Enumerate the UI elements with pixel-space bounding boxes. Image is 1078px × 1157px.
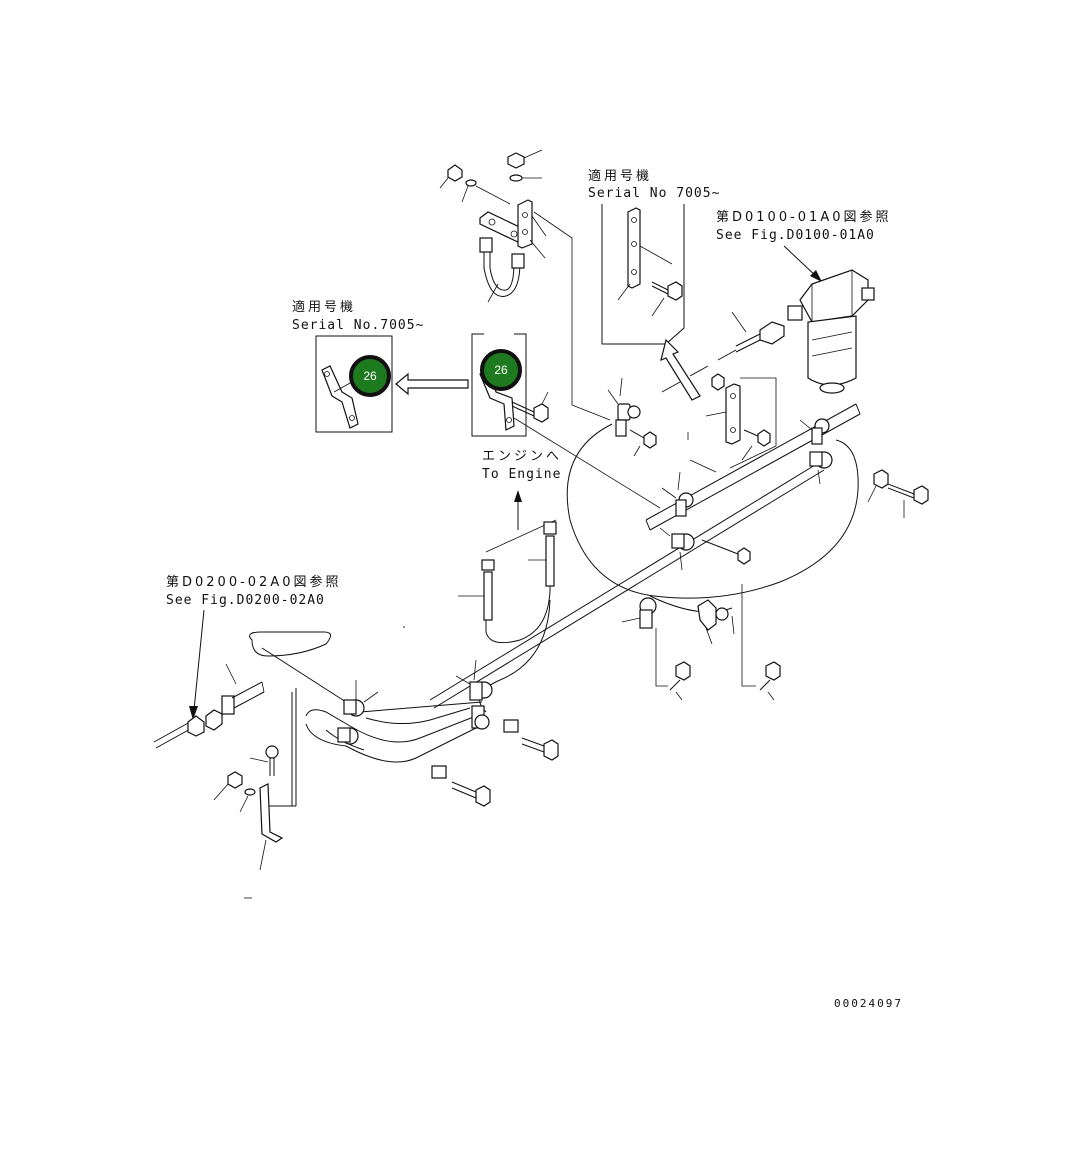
to-engine-en: To Engine	[482, 467, 561, 482]
callout-badge-center-label: 26	[494, 363, 508, 377]
serial-note-left: 適用号機 Serial No.7005~	[292, 299, 424, 433]
right-bracket-box	[687, 373, 777, 473]
serial-note-left-jp: 適用号機	[292, 299, 356, 315]
serial-note-top-jp: 適用号機	[588, 168, 652, 184]
fig-ref-right-en: See Fig.D0100-01A0	[716, 228, 875, 243]
left-arrow	[395, 372, 469, 396]
pipe-clamps	[337, 377, 929, 807]
callout-badge-left[interactable]: 26	[349, 355, 391, 397]
top-clamp-assembly	[439, 149, 611, 421]
fig-ref-right-jp: 第D0100-01A0図参照	[716, 209, 892, 225]
serial-note-top: 適用号機 Serial No 7005~	[588, 168, 720, 401]
hoses	[458, 519, 557, 621]
fig-ref-left-jp: 第D0200-02A0図参照	[166, 574, 342, 590]
filter-assembly: 第D0100-01A0図参照 See Fig.D0100-01A0	[661, 209, 892, 394]
serial-note-left-en: Serial No.7005~	[292, 318, 424, 333]
serial-note-top-en: Serial No 7005~	[588, 186, 720, 201]
callout-badge-center[interactable]: 26	[480, 349, 522, 391]
left-fittings: 第D0200-02A0図参照 See Fig.D0200-02A0	[166, 574, 342, 899]
fig-ref-left-en: See Fig.D0200-02A0	[166, 593, 325, 608]
to-engine-note: エンジンへ To Engine	[482, 449, 562, 530]
drawing-number: 00024097	[834, 997, 903, 1010]
callout-badge-left-label: 26	[363, 369, 377, 383]
to-engine-jp: エンジンへ	[482, 449, 562, 464]
